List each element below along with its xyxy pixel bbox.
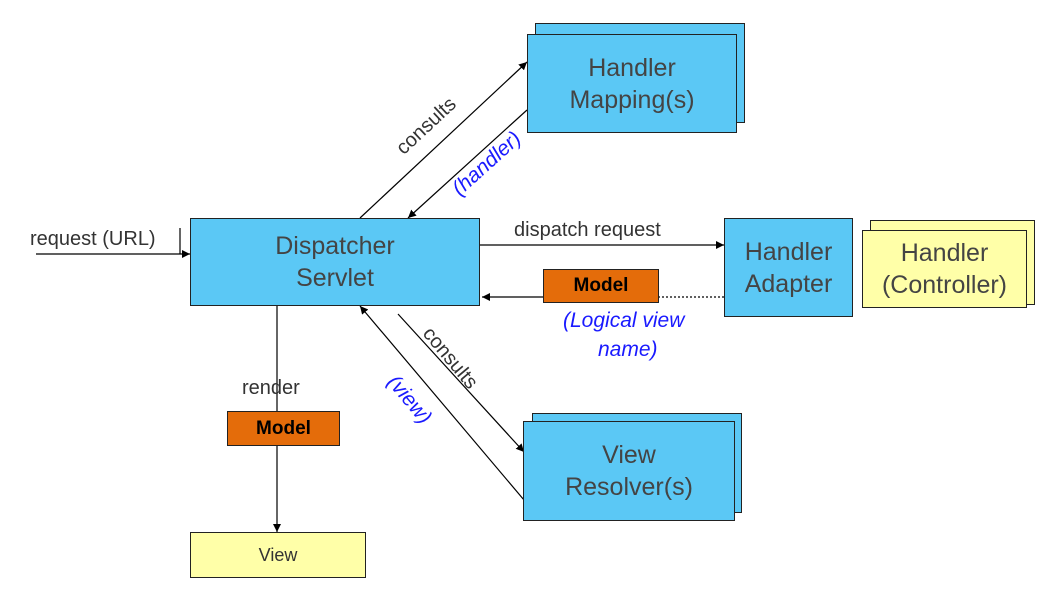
handler-mapping-box: Handler Mapping(s): [527, 34, 737, 133]
handler-controller-box: Handler (Controller): [862, 230, 1027, 308]
handler-adapter-line2: Adapter: [744, 269, 833, 298]
render-label: render: [242, 377, 300, 399]
dispatcher-line2: Servlet: [296, 264, 374, 292]
logical-view-label-2: name): [598, 338, 658, 361]
view-return-arrow: [359, 305, 525, 501]
handler-return-arrow: [407, 109, 528, 219]
view-resolver-box: View Resolver(s): [523, 421, 735, 521]
handler-adapter-box: Handler Adapter: [724, 218, 853, 317]
dispatch-request-label: dispatch request: [514, 219, 661, 241]
dispatcher-line1: Dispatcher: [275, 232, 395, 260]
view-label: View: [258, 544, 298, 565]
logical-view-label-1: (Logical view: [563, 309, 685, 332]
consults-bottom-arrow: [397, 313, 525, 453]
handler-mapping-line1: Handler: [588, 53, 676, 82]
dispatcher-servlet-box: Dispatcher Servlet: [190, 218, 480, 306]
handler-controller-line2: (Controller): [881, 271, 1008, 299]
view-resolver-line2: Resolver(s): [565, 473, 693, 501]
view-box: View: [190, 532, 366, 578]
handler-adapter-line1: Handler: [744, 237, 833, 266]
consults-top-arrow: [359, 61, 528, 219]
handler-mapping-line2: Mapping(s): [569, 85, 695, 114]
handler-controller-line1: Handler: [900, 239, 989, 267]
view-resolver-line1: View: [602, 441, 656, 469]
model-badge-render: Model: [227, 411, 340, 446]
model-badge-adapter: Model: [543, 269, 659, 303]
request-label: request (URL): [30, 228, 156, 250]
